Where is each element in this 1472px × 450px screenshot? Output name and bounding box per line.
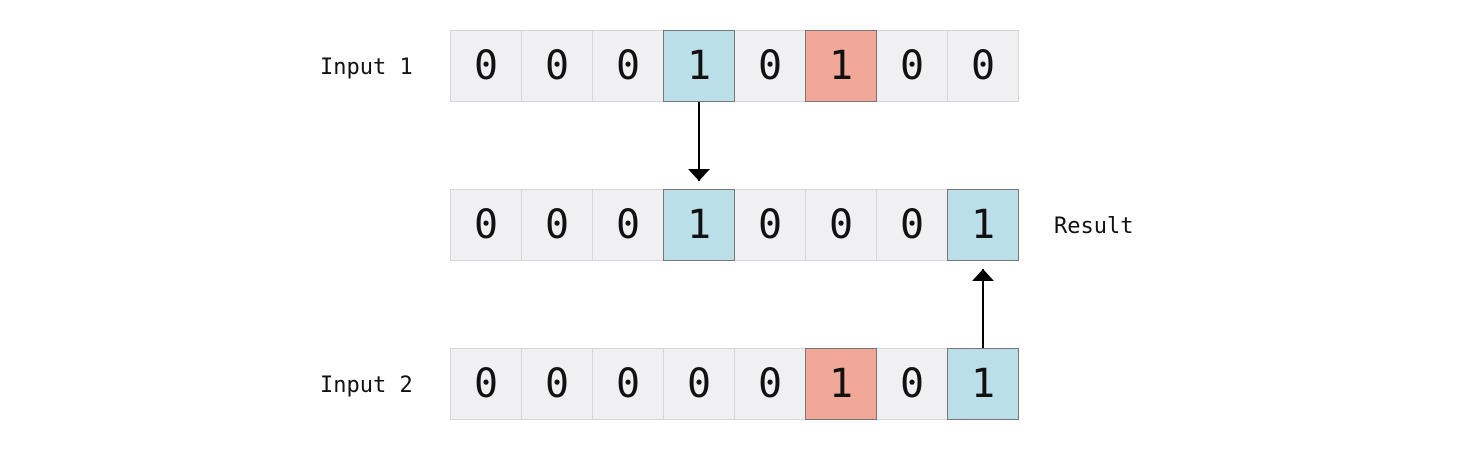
bit-cell: 0 — [521, 30, 593, 102]
bit-cell: 0 — [947, 30, 1019, 102]
bit-cell: 0 — [592, 348, 664, 420]
bit-cell: 0 — [876, 30, 948, 102]
bit-cell: 0 — [592, 189, 664, 261]
bit-cell: 1 — [663, 30, 735, 102]
bit-cell: 0 — [521, 348, 593, 420]
bit-cell: 0 — [450, 30, 522, 102]
bit-cell: 1 — [947, 348, 1019, 420]
input-1-label: Input 1 — [320, 55, 413, 80]
bit-cell: 0 — [592, 30, 664, 102]
result-label: Result — [1054, 214, 1134, 239]
bit-cell: 0 — [805, 189, 877, 261]
result-bits: 0 0 0 1 0 0 0 1 — [450, 189, 1019, 261]
bit-cell: 0 — [876, 348, 948, 420]
bit-cell: 1 — [947, 189, 1019, 261]
bit-cell: 1 — [663, 189, 735, 261]
input-2-bits: 0 0 0 0 0 1 0 1 — [450, 348, 1019, 420]
bit-cell: 0 — [450, 189, 522, 261]
input-1-bits: 0 0 0 1 0 1 0 0 — [450, 30, 1019, 102]
bit-cell: 0 — [876, 189, 948, 261]
bit-cell: 0 — [734, 348, 806, 420]
bit-cell: 0 — [450, 348, 522, 420]
bit-cell: 1 — [805, 348, 877, 420]
bit-cell: 1 — [805, 30, 877, 102]
input-2-label: Input 2 — [320, 373, 413, 398]
bit-cell: 0 — [734, 189, 806, 261]
